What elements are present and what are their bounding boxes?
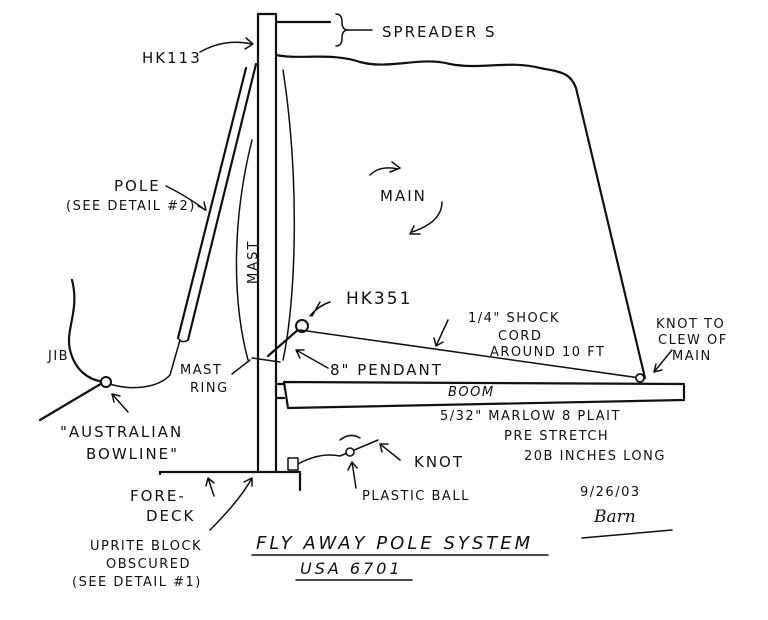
- marlow-label-3: 20B INCHES LONG: [524, 449, 666, 464]
- mast-ring-label-2: RING: [190, 381, 229, 396]
- spreaders-label: SPREADER S: [382, 23, 497, 41]
- diagram-subtitle: USA 6701: [300, 559, 403, 578]
- hk113-label: HK113: [142, 49, 202, 67]
- marlow-line: [297, 434, 401, 489]
- knot-label: KNOT: [414, 453, 465, 471]
- jib: [38, 278, 181, 422]
- mast-label: MAST: [246, 239, 261, 284]
- spreaders: [274, 13, 373, 47]
- date-label: 9/26/03: [580, 485, 641, 500]
- uprite-block-label-1: UPRITE BLOCK: [90, 539, 203, 554]
- foredeck: [158, 457, 302, 492]
- hk351-fitting: [251, 301, 331, 363]
- fore-deck-label-2: DECK: [146, 507, 196, 525]
- mast-ring-label-1: MAST: [180, 363, 223, 378]
- jib-label: JIB: [48, 349, 70, 364]
- boom: [274, 380, 686, 410]
- uprite-block-label-3: (SEE DETAIL #1): [72, 575, 202, 590]
- marlow-label-1: 5/32" MARLOW 8 PLAIT: [440, 409, 621, 424]
- clew-arrow: [653, 349, 673, 373]
- hk113-arrow: [199, 41, 253, 53]
- knot-to-clew-label-2: CLEW OF: [658, 333, 728, 348]
- knot-to-clew-label-3: MAIN: [672, 349, 712, 364]
- knot-to-clew-label-1: KNOT TO: [656, 317, 726, 332]
- shock-cord-label-1: 1/4" SHOCK: [468, 311, 560, 326]
- pole-label: POLE: [114, 177, 161, 195]
- bowline-arrow: [111, 393, 129, 413]
- uprite-block-label-2: OBSCURED: [106, 557, 192, 572]
- fore-deck-label-1: FORE-: [130, 487, 186, 505]
- main-label: MAIN: [380, 187, 427, 205]
- shock-cord-label-2: CORD: [498, 329, 543, 344]
- pole: [176, 62, 258, 343]
- hk351-label: HK351: [346, 289, 413, 309]
- australian-bowline-label-2: BOWLINE": [86, 445, 180, 463]
- mast-luff-lines: [235, 69, 296, 361]
- see-detail-2-label: (SEE DETAIL #2): [66, 199, 196, 214]
- pole-arrow: [165, 185, 207, 211]
- boom-label: BOOM: [448, 385, 495, 400]
- shock-cord-label-3: AROUND 10 FT: [490, 345, 606, 360]
- marlow-label-2: PRE STRETCH: [504, 429, 610, 444]
- plastic-ball-label: PLASTIC BALL: [362, 489, 470, 504]
- main-sail: [274, 53, 647, 380]
- mast: [256, 12, 278, 474]
- signature: Barn: [594, 507, 636, 527]
- pendant-label: 8" PENDANT: [330, 361, 443, 379]
- diagram-title: FLY AWAY POLE SYSTEM: [256, 533, 534, 554]
- australian-bowline-label-1: "AUSTRALIAN: [60, 423, 184, 441]
- shock-cord: [299, 319, 645, 383]
